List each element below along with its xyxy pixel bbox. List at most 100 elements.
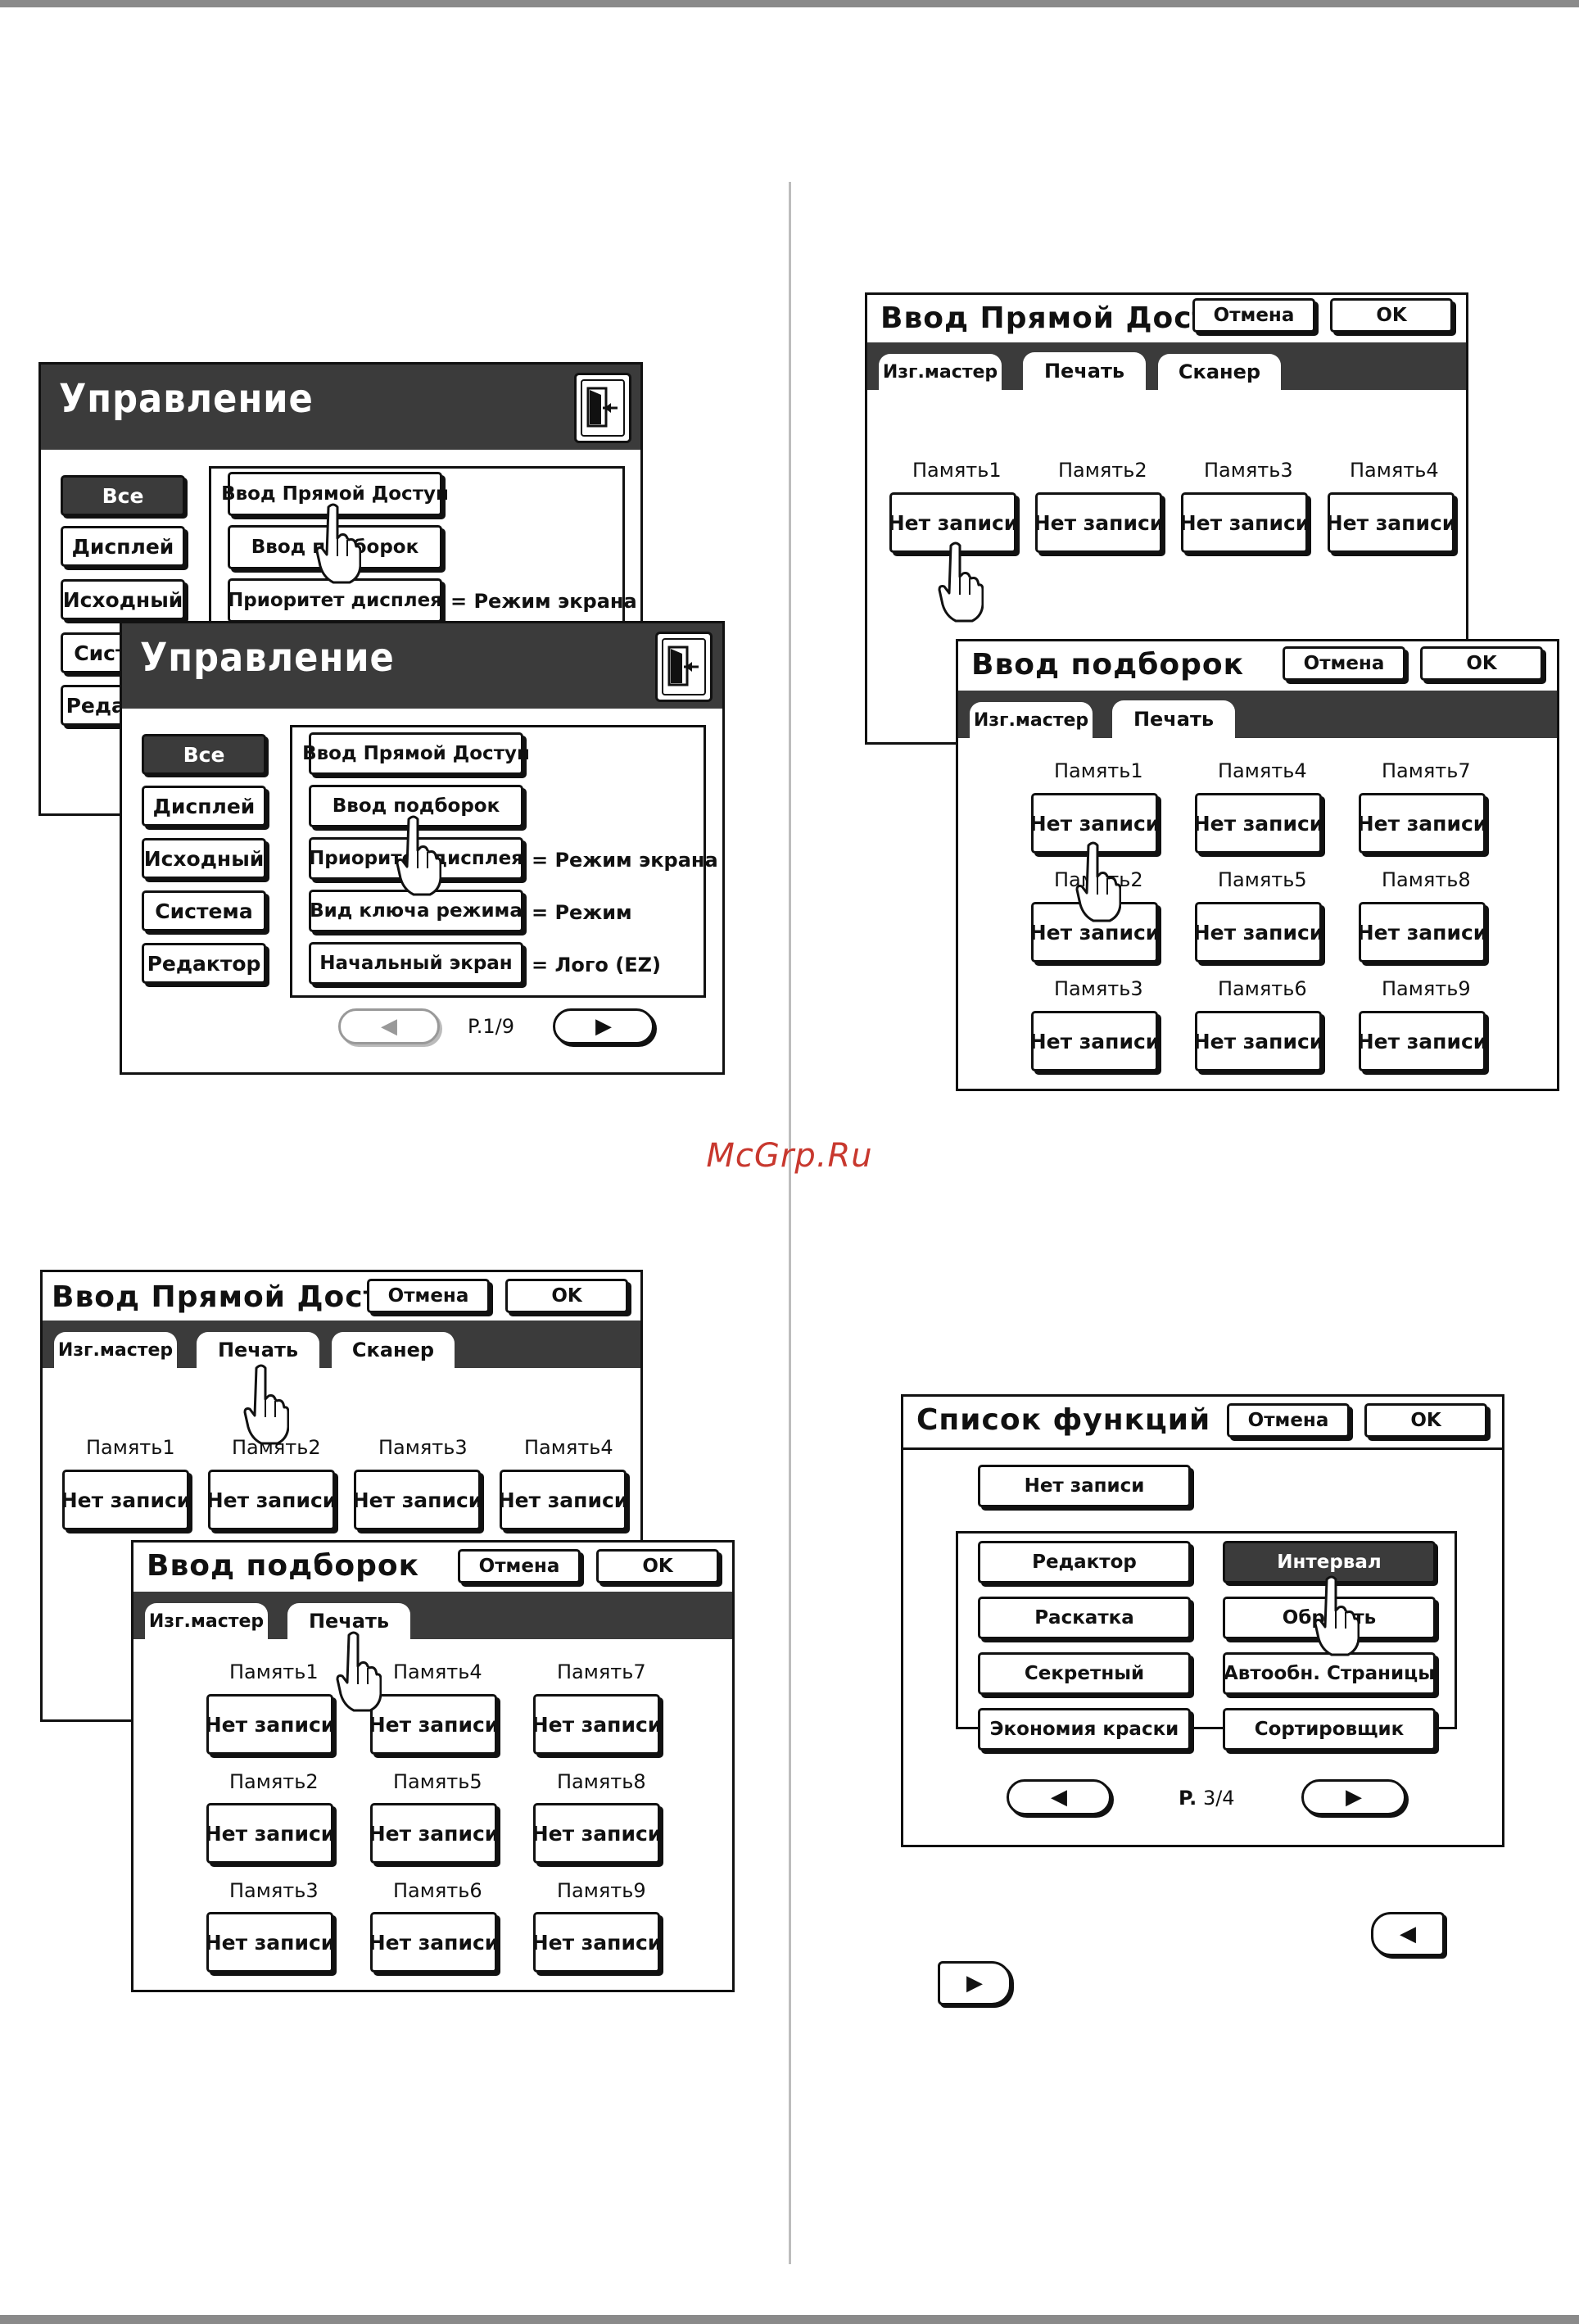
function-list-window: Список функций Отмена OK Нет записи Реда… [901,1394,1504,1847]
memory-slot-button[interactable]: Нет записи [205,1694,335,1755]
page-prefix: P. [1179,1787,1197,1810]
memory-slot-button[interactable]: Нет записи [532,1803,662,1864]
memory-slot-button[interactable]: Нет записи [1193,1011,1323,1071]
memory-slot-button[interactable]: Нет записи [1034,492,1164,553]
tab-scanner[interactable]: Сканер [1158,354,1281,390]
initial-screen-value: = Лого (EZ) [532,954,662,976]
category-all[interactable]: Все [142,734,266,775]
display-priority-button[interactable]: Приоритет дисплея [228,578,442,623]
memory-label: Память8 [557,1770,646,1793]
memory-label: Память8 [1382,868,1471,891]
page-indicator: P.1/9 [468,1015,514,1038]
memory-slot-button[interactable]: Нет записи [205,1912,335,1973]
memory-slot-button[interactable]: Нет записи [1357,1011,1487,1071]
tab-izg-master[interactable]: Изг.мастер [145,1603,268,1639]
initial-screen-button[interactable]: Начальный экран [309,942,523,985]
next-page-button[interactable]: ▶ [553,1008,654,1044]
category-initial[interactable]: Исходный [142,838,266,879]
memory-slot-button[interactable]: Нет записи [532,1694,662,1755]
category-initial[interactable]: Исходный [61,579,185,620]
pointing-hand-icon [1075,841,1121,922]
memory-slot-button[interactable]: Нет записи [1179,492,1310,553]
ok-button[interactable]: OK [596,1549,719,1583]
memory-slot-button[interactable]: Нет записи [61,1470,191,1530]
memory-label: Память7 [557,1660,646,1683]
category-system[interactable]: Система [142,890,266,931]
category-display[interactable]: Дисплей [61,526,185,567]
memory-slot-button[interactable]: Нет записи [1326,492,1456,553]
exit-button[interactable] [655,632,713,702]
memory-slot-button[interactable]: Нет записи [1029,902,1160,963]
tab-scanner[interactable]: Сканер [332,1332,455,1368]
pointing-hand-icon [938,541,984,623]
function-editor-button[interactable]: Редактор [978,1541,1191,1583]
mode-key-view-value: = Режим [532,901,632,924]
exit-door-icon [667,646,699,686]
cancel-button[interactable]: Отмена [1227,1403,1350,1438]
prev-page-button[interactable]: ◀ [1007,1779,1111,1815]
page-number: 3/4 [1202,1787,1235,1810]
tab-izg-master[interactable]: Изг.мастер [879,354,1002,390]
mode-key-view-button[interactable]: Вид ключа режима [309,890,523,932]
memory-label: Память5 [393,1770,482,1793]
memory-slot-button[interactable]: Нет записи [369,1803,499,1864]
no-record-button[interactable]: Нет записи [978,1465,1191,1507]
exit-door-icon [586,387,618,428]
exit-button-frame [662,638,706,695]
cancel-button[interactable]: Отмена [458,1549,581,1583]
exit-button[interactable] [574,373,631,443]
memory-slot-button[interactable]: Нет записи [369,1694,499,1755]
function-autorefresh-button[interactable]: Автообн. Страницы [1223,1652,1436,1695]
memory-slot-button[interactable]: Нет записи [498,1470,628,1530]
memory-slot-button[interactable]: Нет записи [206,1470,337,1530]
watermark: McGrp.Ru [706,1137,873,1175]
top-rule [0,0,1579,7]
memory-slot-button[interactable]: Нет записи [205,1803,335,1864]
memory-label: Память3 [1204,459,1293,482]
memory-label: Память1 [1054,759,1143,782]
ok-button[interactable]: OK [1420,646,1543,681]
function-secret-button[interactable]: Секретный [978,1652,1191,1695]
memory-slot-button[interactable]: Нет записи [1193,793,1323,854]
memory-label: Память2 [1058,459,1147,482]
memory-label: Память6 [1218,977,1307,1000]
display-priority-value: = Режим экрана [450,590,637,613]
memory-slot-button[interactable]: Нет записи [1029,1011,1160,1071]
cancel-button[interactable]: Отмена [1192,298,1315,333]
memory-slot-button[interactable]: Нет записи [1357,902,1487,963]
tab-print[interactable]: Печать [287,1603,410,1639]
direct-access-entry-button[interactable]: Ввод Прямой Доступ [302,732,530,775]
tab-print[interactable]: Печать [1112,700,1235,738]
category-all[interactable]: Все [61,475,185,516]
function-ink-saving-button[interactable]: Экономия краски [978,1708,1191,1751]
tab-strip: Изг.мастер Печать Сканер [867,342,1466,390]
memory-slot-button[interactable]: Нет записи [1193,902,1323,963]
cancel-button[interactable]: Отмена [367,1279,490,1313]
function-sorter-button[interactable]: Сортировщик [1223,1708,1436,1751]
memory-slot-button[interactable]: Нет записи [369,1912,499,1973]
cancel-button[interactable]: Отмена [1283,646,1405,681]
ok-button[interactable]: OK [1364,1403,1487,1438]
tab-izg-master[interactable]: Изг.мастер [54,1332,177,1368]
ok-button[interactable]: OK [505,1279,628,1313]
memory-label: Память7 [1382,759,1471,782]
prev-page-button[interactable]: ◀ [338,1008,440,1044]
function-raskatka-button[interactable]: Раскатка [978,1597,1191,1639]
ok-button[interactable]: OK [1330,298,1453,333]
next-page-button[interactable]: ▶ [1301,1779,1406,1815]
right-arrow-icon: ▶ [966,1971,983,1996]
memory-label: Память3 [229,1879,319,1902]
tab-izg-master[interactable]: Изг.мастер [970,702,1093,738]
header-divider [903,1447,1502,1450]
tab-print[interactable]: Печать [1023,352,1146,390]
category-editor[interactable]: Редактор [142,943,266,984]
memory-slot-button[interactable]: Нет записи [352,1470,482,1530]
category-display[interactable]: Дисплей [142,786,266,827]
memory-label: Память1 [912,459,1002,482]
tab-print[interactable]: Печать [197,1332,319,1368]
memory-label: Память2 [229,1770,319,1793]
memory-slot-button[interactable]: Нет записи [1357,793,1487,854]
memory-slot-button[interactable]: Нет записи [532,1912,662,1973]
program-entry-window: Ввод подборок Отмена OK Изг.мастер Печат… [131,1540,735,1992]
memory-label: Память4 [1218,759,1307,782]
